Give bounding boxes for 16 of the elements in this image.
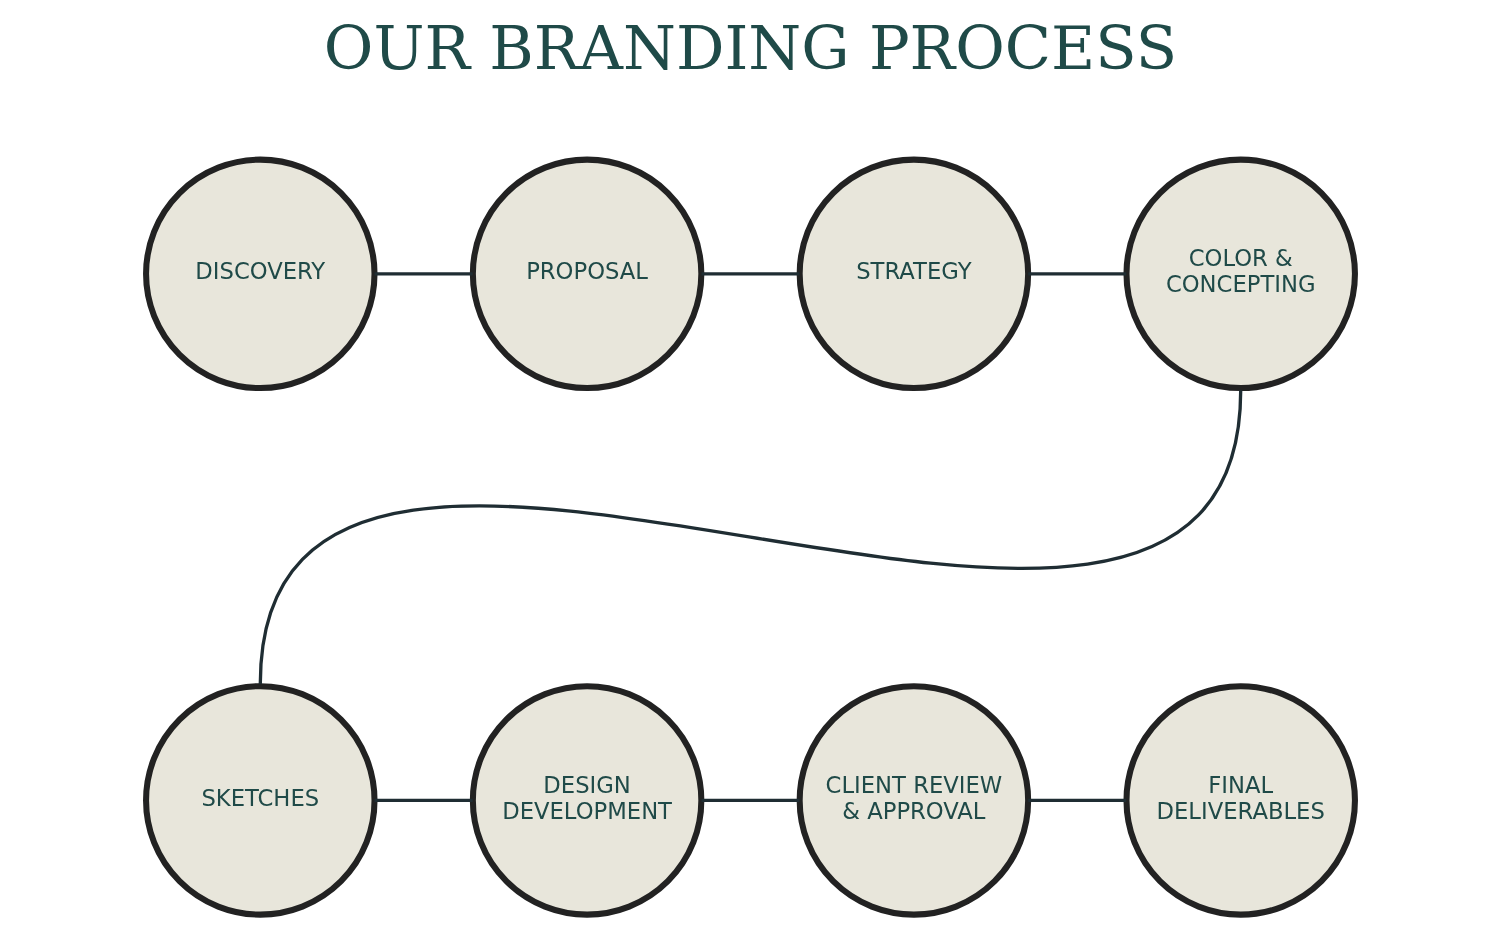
connector (1027, 272, 1126, 276)
connector (374, 798, 473, 803)
connector (258, 390, 1242, 685)
connector (700, 272, 799, 276)
node-circle: STRATEGY (796, 156, 1031, 392)
node-circle: PROPOSAL (469, 156, 704, 392)
diagram-title: OUR BRANDING PROCESS (323, 12, 1177, 83)
node-circle: CLIENT REVIEW & APPROVAL (796, 683, 1031, 918)
node-circle: FINAL DELIVERABLES (1122, 683, 1358, 918)
node-circle: DISCOVERY (142, 156, 378, 392)
connector (374, 272, 473, 276)
node-circle: COLOR & CONCEPTING (1122, 156, 1358, 392)
connector (700, 798, 799, 803)
node-circle: SKETCHES (142, 683, 378, 918)
node-circle: DESIGN DEVELOPMENT (469, 683, 704, 918)
connector (1027, 798, 1126, 803)
